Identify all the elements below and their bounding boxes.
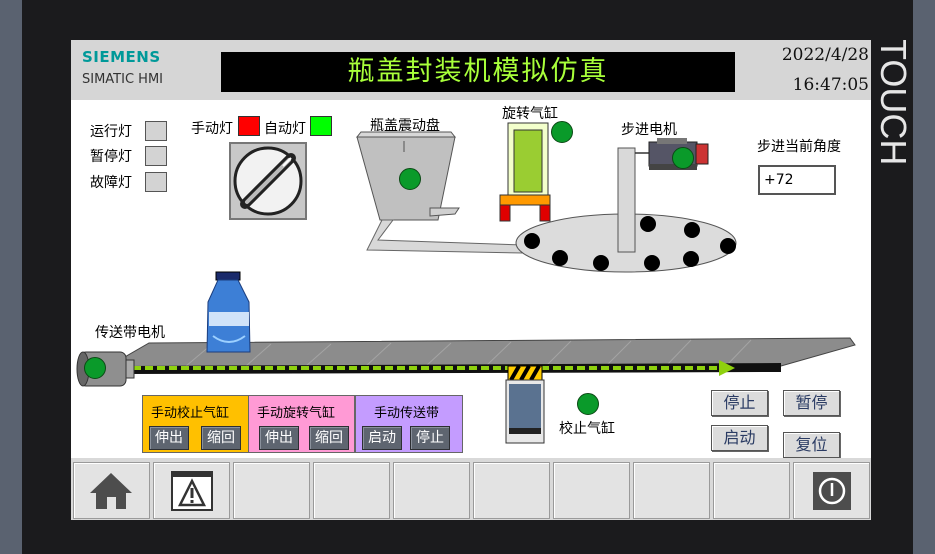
home-icon <box>90 473 132 509</box>
function-key-9[interactable] <box>713 462 790 519</box>
bezel-right <box>913 0 935 554</box>
panel-conveyor: 手动传送带 启动 停止 <box>355 395 463 453</box>
correction-cylinder-label: 校止气缸 <box>559 421 615 437</box>
function-key-bar <box>71 458 871 520</box>
rotary-cylinder-indicator <box>551 121 573 143</box>
conveyor-start-button[interactable]: 启动 <box>362 426 402 450</box>
rotary-cylinder-label: 旋转气缸 <box>502 106 558 122</box>
auto-lamp-label: 自动灯 <box>264 121 306 137</box>
date-display: 2022/4/28 <box>781 45 869 65</box>
stepper-motor-indicator <box>672 147 694 169</box>
page-title: 瓶盖封装机模拟仿真 <box>221 52 735 92</box>
water-bottle <box>206 271 251 353</box>
rotary-cylinder <box>499 122 551 222</box>
function-key-3[interactable] <box>233 462 310 519</box>
function-key-8[interactable] <box>633 462 710 519</box>
conveyor-stop-button[interactable]: 停止 <box>410 426 450 450</box>
run-lamp-label: 运行灯 <box>90 124 132 140</box>
fault-lamp <box>145 172 167 192</box>
bottle-caps <box>524 216 736 271</box>
touch-text: TOUCH <box>873 40 914 165</box>
function-key-7[interactable] <box>553 462 630 519</box>
power-key[interactable] <box>793 462 870 519</box>
touch-label: TOUCH <box>873 38 917 220</box>
header-bar: SIEMENS SIMATIC HMI 瓶盖封装机模拟仿真 2022/4/28 … <box>71 40 871 100</box>
correction-cylinder-indicator <box>577 393 599 415</box>
fault-lamp-label: 故障灯 <box>90 175 132 191</box>
function-key-6[interactable] <box>473 462 550 519</box>
function-key-5[interactable] <box>393 462 470 519</box>
conveyor-motor-label: 传送带电机 <box>95 325 165 341</box>
time-display: 16:47:05 <box>792 75 869 95</box>
brand-simatic: SIMATIC HMI <box>82 72 163 87</box>
panel-correction-title: 手动校止气缸 <box>151 406 230 421</box>
pause-lamp-label: 暂停灯 <box>90 149 132 165</box>
panel-rotary-title: 手动旋转气缸 <box>257 406 336 421</box>
panel-correction-cylinder: 手动校止气缸 伸出 缩回 <box>142 395 249 453</box>
rotary-extend-button[interactable]: 伸出 <box>259 426 299 450</box>
stepper-shaft <box>617 147 636 253</box>
start-button[interactable]: 启动 <box>711 425 768 451</box>
pause-button[interactable]: 暂停 <box>783 390 840 416</box>
stop-button[interactable]: 停止 <box>711 390 768 416</box>
mode-selector-switch[interactable] <box>229 142 307 220</box>
rotary-retract-button[interactable]: 缩回 <box>309 426 349 450</box>
panel-rotary-cylinder: 手动旋转气缸 伸出 缩回 <box>248 395 355 453</box>
vibration-disk-label: 瓶盖震动盘 <box>370 118 440 134</box>
cap-chute <box>366 219 524 254</box>
hmi-screen: SIEMENS SIMATIC HMI 瓶盖封装机模拟仿真 2022/4/28 … <box>71 40 871 520</box>
correction-retract-button[interactable]: 缩回 <box>201 426 241 450</box>
correction-cylinder <box>505 365 545 444</box>
reset-button[interactable]: 复位 <box>783 432 840 458</box>
stepper-motor-label: 步进电机 <box>621 122 677 138</box>
brand-siemens: SIEMENS <box>82 48 161 66</box>
correction-extend-button[interactable]: 伸出 <box>149 426 189 450</box>
stepper-angle-field[interactable]: +72 <box>758 165 836 195</box>
bezel-left <box>0 0 22 554</box>
power-icon <box>813 472 851 510</box>
auto-lamp <box>310 116 332 136</box>
home-key[interactable] <box>73 462 150 519</box>
alarm-icon <box>171 471 213 511</box>
function-key-4[interactable] <box>313 462 390 519</box>
stepper-angle-label: 步进当前角度 <box>757 139 841 155</box>
manual-lamp <box>238 116 260 136</box>
manual-lamp-label: 手动灯 <box>191 121 233 137</box>
panel-conveyor-title: 手动传送带 <box>374 406 440 421</box>
alarm-key[interactable] <box>153 462 230 519</box>
run-lamp <box>145 121 167 141</box>
conveyor-motor-indicator <box>84 357 106 379</box>
pause-lamp <box>145 146 167 166</box>
vibration-disk-indicator <box>399 168 421 190</box>
